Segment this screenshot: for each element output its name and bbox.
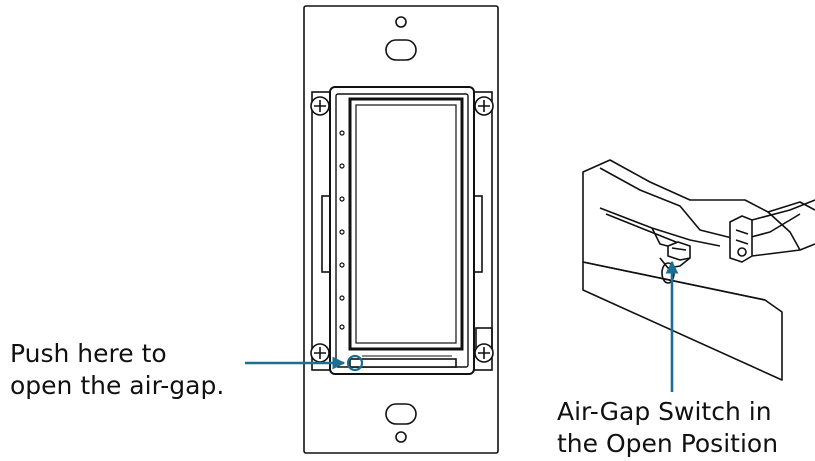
push-here-line1: Push here to	[10, 339, 167, 368]
air-gap-switch-line1: Air-Gap Switch in	[557, 397, 772, 426]
top-small-hole-icon	[395, 16, 407, 28]
air-gap-switch-label: Air-Gap Switch in the Open Position	[557, 396, 778, 460]
screw-icon	[310, 96, 494, 363]
air-gap-detail	[582, 159, 815, 381]
dimmer-paddle	[348, 97, 464, 351]
top-slot-hole-icon	[385, 39, 417, 61]
push-here-label: Push here to open the air-gap.	[10, 338, 224, 402]
led-indicator-icons	[339, 130, 345, 330]
bottom-small-hole-icon	[395, 431, 407, 443]
air-gap-highlight-circle	[346, 354, 364, 372]
air-gap-switch-line2: the Open Position	[557, 429, 779, 458]
push-here-line2: open the air-gap.	[10, 371, 225, 400]
bottom-slot-hole-icon	[385, 403, 417, 425]
air-gap-bar	[349, 355, 457, 368]
wallplate	[303, 5, 499, 454]
